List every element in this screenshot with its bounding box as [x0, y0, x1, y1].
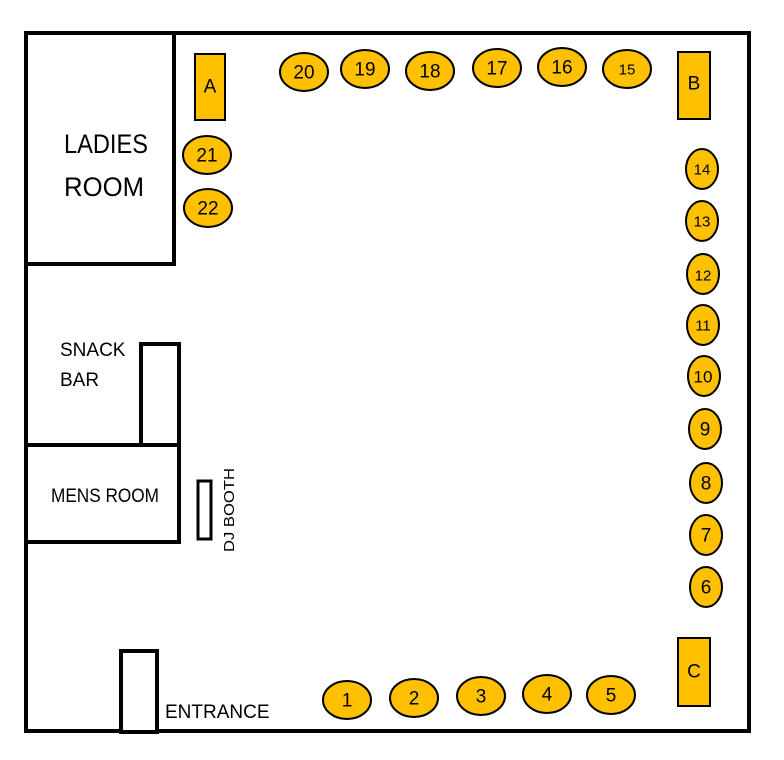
bar-b [677, 51, 711, 120]
venue-outline [24, 31, 751, 733]
table-5: 5 [586, 675, 636, 715]
dj-booth-label: DJ BOOTH [221, 468, 238, 552]
svg-text:9: 9 [700, 420, 711, 441]
mens-room [24, 443, 181, 544]
table-6: 6 [689, 566, 723, 608]
table-1: 1 [322, 680, 372, 720]
table-19: 19 [340, 49, 390, 89]
table-22: 22 [183, 188, 233, 228]
svg-text:8: 8 [701, 474, 712, 495]
table-15: 15 [602, 49, 652, 89]
svg-text:12: 12 [695, 268, 712, 285]
table-18: 18 [405, 51, 455, 91]
svg-text:20: 20 [293, 63, 314, 84]
table-9: 9 [688, 408, 722, 450]
svg-text:21: 21 [196, 146, 217, 167]
table-21: 21 [182, 135, 232, 175]
table-4: 4 [522, 674, 572, 714]
ladies-room-label-line2: ROOM [64, 172, 144, 202]
snack-bar-label-line2: BAR [60, 370, 99, 391]
svg-text:6: 6 [701, 578, 712, 599]
entrance-label: ENTRANCE [165, 702, 270, 723]
svg-text:3: 3 [476, 687, 487, 708]
table-2: 2 [389, 678, 439, 718]
svg-text:10: 10 [694, 368, 713, 387]
table-13: 13 [685, 200, 719, 242]
table-14: 14 [685, 148, 719, 190]
svg-text:18: 18 [419, 62, 440, 83]
bar-a-label: A [204, 77, 217, 98]
svg-text:2: 2 [409, 689, 420, 710]
svg-text:15: 15 [619, 62, 636, 79]
svg-text:4: 4 [542, 685, 553, 706]
snack-bar-label-line1: SNACK [60, 340, 126, 361]
table-16: 16 [537, 47, 587, 87]
dj-booth [196, 479, 213, 541]
bar-a [194, 53, 226, 121]
table-10: 10 [687, 355, 721, 397]
entrance-door [119, 649, 159, 734]
table-20: 20 [279, 52, 329, 92]
ladies-room-label-line1: LADIES [64, 129, 148, 159]
svg-text:7: 7 [701, 526, 712, 547]
svg-text:13: 13 [694, 214, 711, 231]
svg-text:22: 22 [197, 199, 218, 220]
table-11: 11 [686, 304, 720, 346]
svg-text:1: 1 [342, 691, 353, 712]
svg-text:17: 17 [486, 59, 507, 80]
table-3: 3 [456, 676, 506, 716]
svg-text:5: 5 [606, 686, 617, 707]
table-7: 7 [689, 514, 723, 556]
svg-text:14: 14 [694, 162, 711, 179]
svg-text:16: 16 [551, 58, 572, 79]
mens-room-label: MENS ROOM [51, 486, 159, 507]
table-8: 8 [689, 462, 723, 504]
ladies-room [24, 31, 176, 266]
bar-c [677, 637, 711, 707]
bar-b-label: B [688, 74, 701, 95]
svg-text:11: 11 [695, 318, 711, 335]
table-12: 12 [686, 253, 720, 295]
table-17: 17 [472, 48, 522, 88]
svg-text:19: 19 [354, 60, 375, 81]
bar-c-label: C [687, 662, 701, 683]
